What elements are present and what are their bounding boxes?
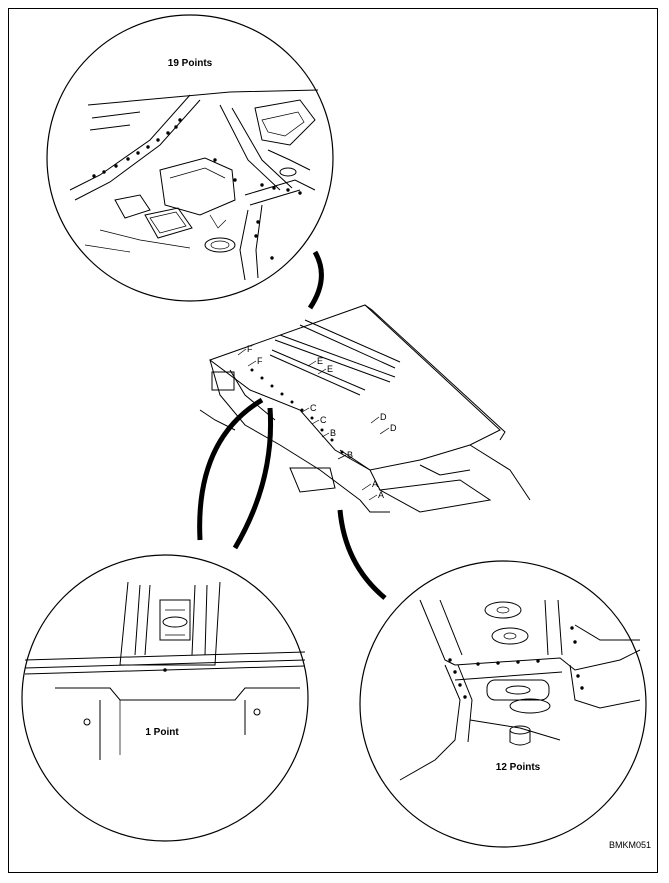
label-c-2: C xyxy=(320,415,327,425)
label-d-2: D xyxy=(390,423,397,433)
label-d-1: D xyxy=(380,412,387,422)
label-a-1: A xyxy=(372,479,378,489)
figure-code: BMKM051 xyxy=(609,840,651,850)
top-detail-circle: 19 Points xyxy=(46,14,334,302)
figure-frame xyxy=(8,8,658,873)
label-e-1: E xyxy=(317,356,323,366)
label-b-1: B xyxy=(330,428,336,438)
callout-19-points: 19 Points xyxy=(168,58,213,69)
label-f-1: F xyxy=(247,344,253,354)
label-f-2: F xyxy=(257,356,263,366)
bottom-left-detail-circle: 1 Point xyxy=(21,554,309,842)
leader-bottom-left-1 xyxy=(197,397,264,541)
callout-1-point: 1 Point xyxy=(145,727,179,738)
callout-12-points: 12 Points xyxy=(496,762,541,773)
label-b-2: B xyxy=(347,450,353,460)
bottom-right-detail-circle: 12 Points xyxy=(359,560,647,848)
leader-bottom-left-2 xyxy=(232,407,274,550)
leader-bottom-right xyxy=(337,509,387,600)
leader-top xyxy=(307,250,324,310)
label-c-1: C xyxy=(310,403,317,413)
label-e-2: E xyxy=(327,364,333,374)
vehicle-floor-body: F F E E C C D D B B A A xyxy=(199,304,531,513)
label-a-2: A xyxy=(378,490,384,500)
